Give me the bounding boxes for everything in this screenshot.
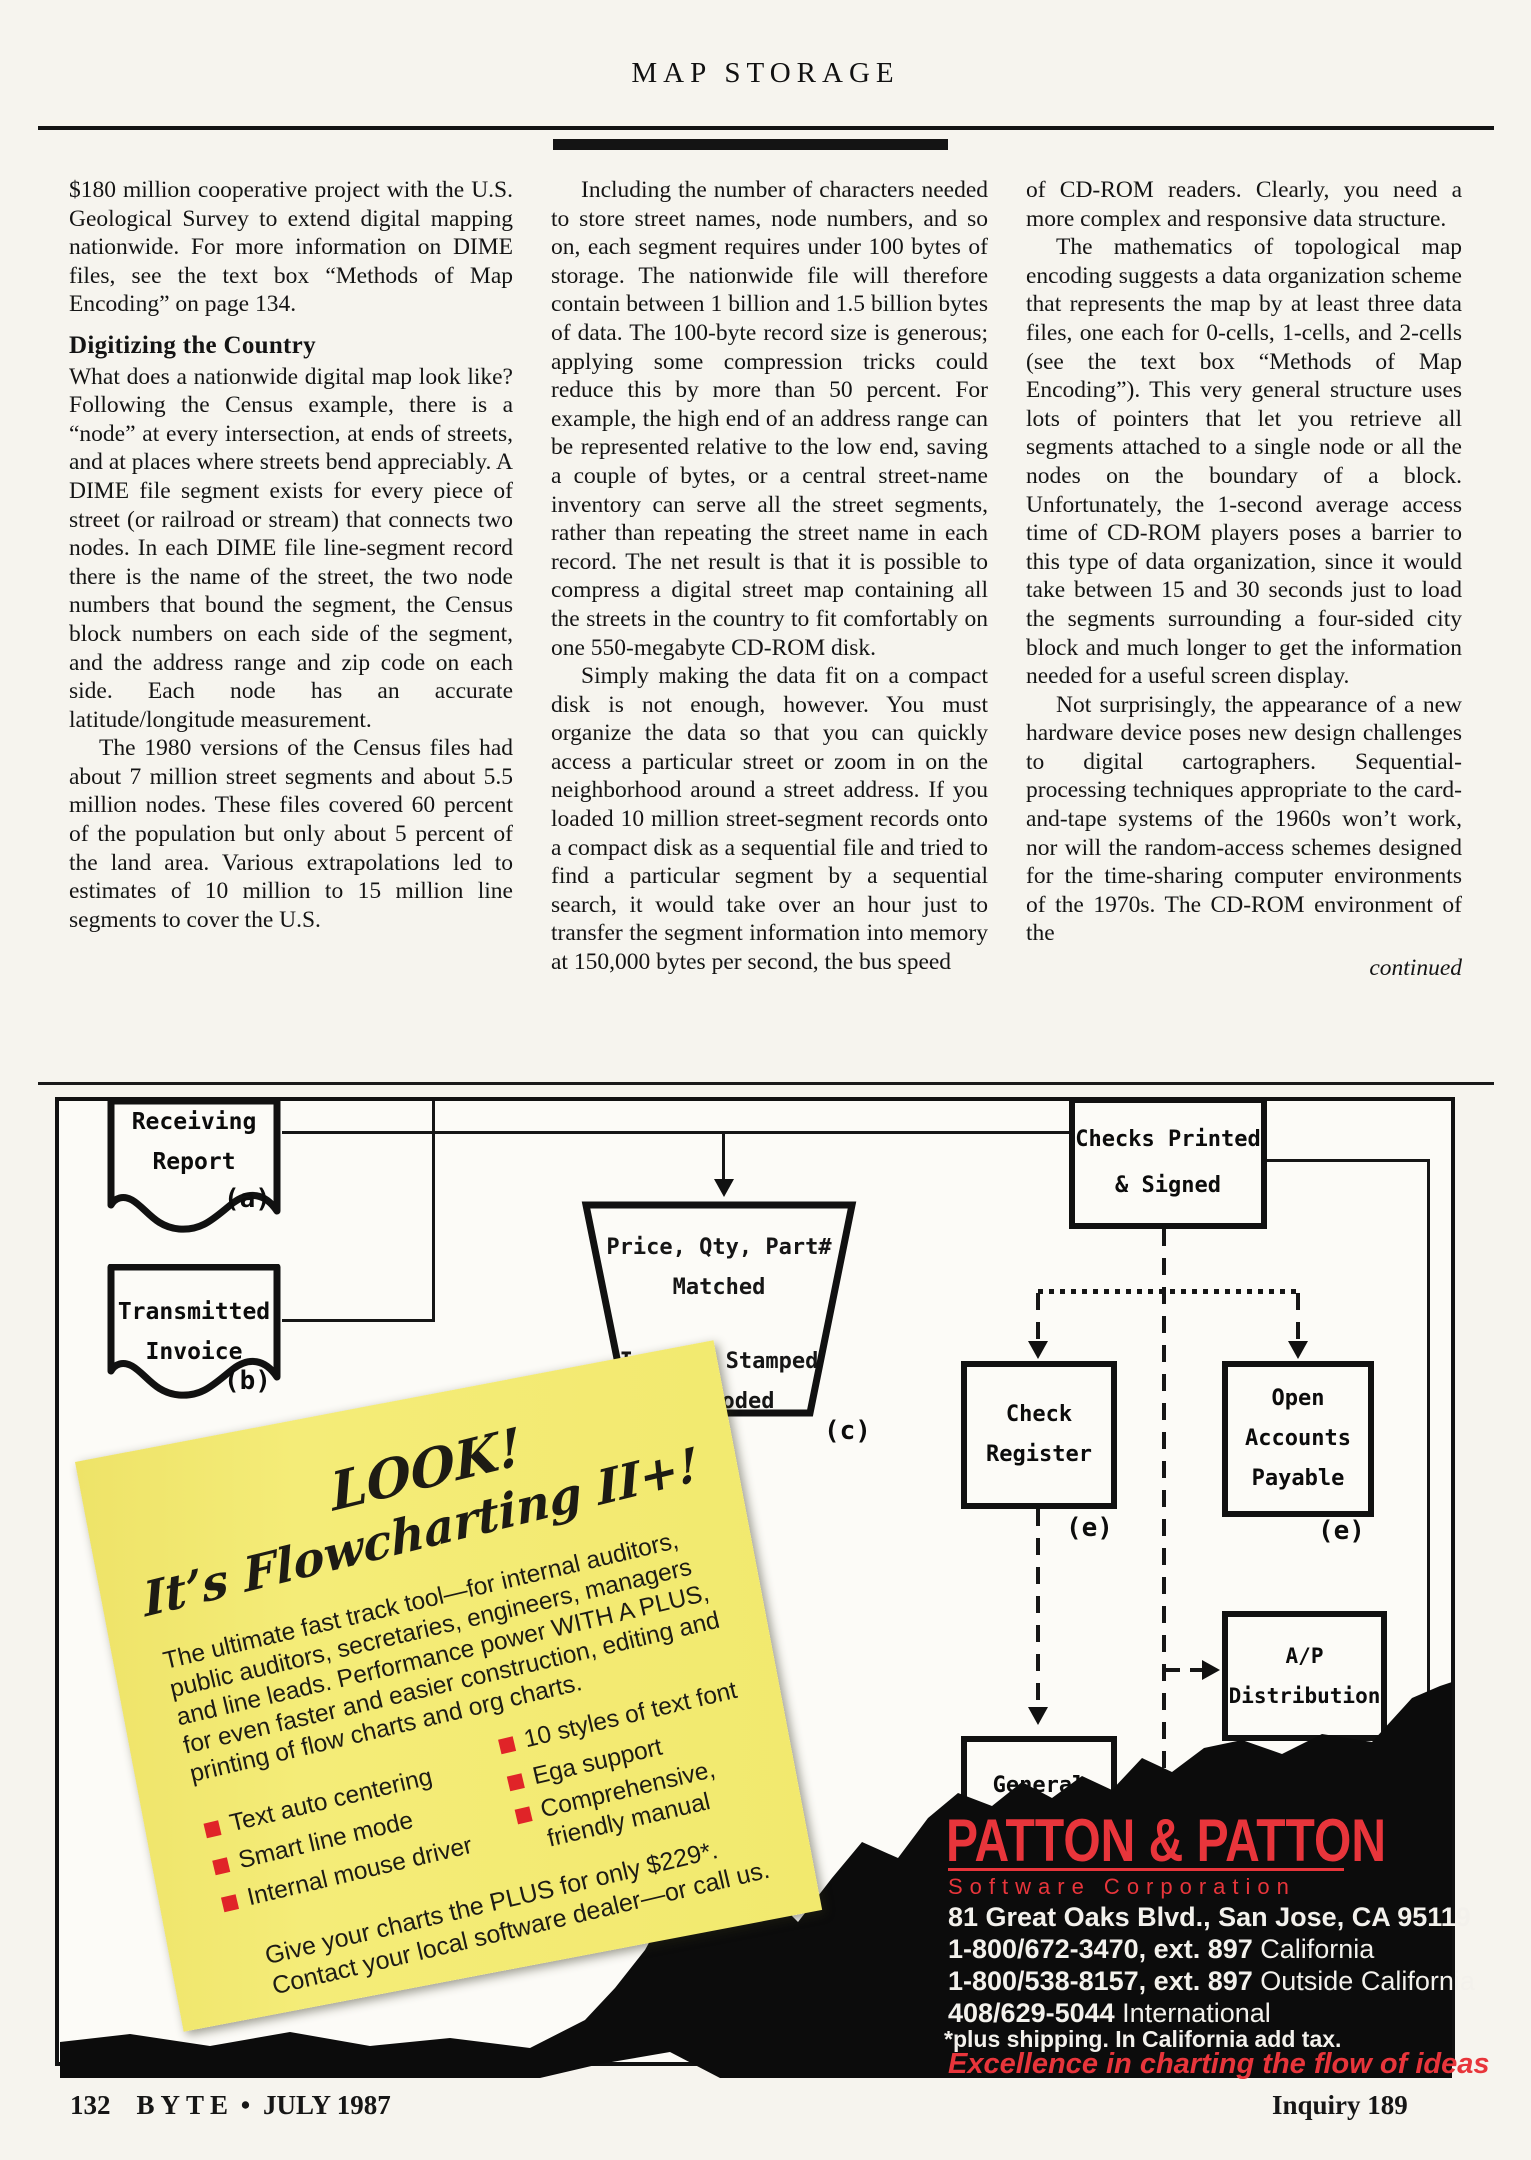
ad-phone-international: 408/629-5044 International <box>948 1998 1271 2028</box>
arrowhead-down <box>1288 1341 1308 1359</box>
magazine-name: BYTE <box>136 2090 235 2120</box>
document-shape-icon <box>107 1097 281 1233</box>
footer-left: 132 BYTE • JULY 1987 <box>70 2090 391 2121</box>
ad-phone-california: 1-800/672-3470, ext. 897 California <box>948 1934 1375 1964</box>
continued-marker: continued <box>1369 955 1462 982</box>
dashed-connector <box>1162 1229 1166 1854</box>
flowchart-document-transmitted-invoice: Transmitted Invoice (b) <box>106 1263 282 1414</box>
figure-top-rule <box>38 1082 1494 1085</box>
figure-key-e: (e) <box>1066 1513 1113 1543</box>
header-rule <box>38 126 1494 130</box>
red-square-bullet-icon <box>506 1773 525 1792</box>
sticky-note-ad: LOOK! It’s Flowcharting II+! The ultimat… <box>75 1340 823 2032</box>
figure-key-c: (c) <box>824 1416 871 1446</box>
connector-line <box>1427 1159 1430 1734</box>
red-square-bullet-icon <box>514 1806 533 1825</box>
flowchart-box-ap-distribution: A/P Distribution <box>1222 1611 1387 1741</box>
paragraph: Including the number of characters neede… <box>551 177 988 661</box>
article-column-3: of CD-ROM readers. Clearly, you need a m… <box>1026 176 1462 983</box>
connector-line <box>1267 1159 1429 1162</box>
ad-footnote: *plus shipping. In California add tax. <box>944 2026 1342 2052</box>
paragraph: $180 million cooperative project with th… <box>69 177 513 318</box>
paragraph: of CD-ROM readers. Clearly, you need a m… <box>1026 177 1462 232</box>
column-divider-bar <box>553 139 948 150</box>
ad-tagline: Excellence in charting the flow of ideas <box>948 2048 1490 2080</box>
figure-key-e: (e) <box>1318 1516 1365 1546</box>
paragraph: The 1980 versions of the Census files ha… <box>69 735 513 933</box>
document-label: Receiving Report <box>131 1109 257 1175</box>
connector-line <box>282 1131 1071 1134</box>
ad-company-name: PATTON & PATTON <box>946 1807 1386 1874</box>
ad-rule <box>948 1868 1344 1871</box>
paragraph: Simply making the data fit on a compact … <box>551 663 988 976</box>
red-square-bullet-icon <box>497 1736 516 1755</box>
paragraph: What does a nationwide digital map look … <box>69 363 513 733</box>
issue-date: JULY 1987 <box>262 2090 391 2120</box>
red-square-bullet-icon <box>203 1820 222 1839</box>
footer-separator: • <box>240 2090 251 2120</box>
ad-company-subtitle: Software Corporation <box>948 1874 1296 1899</box>
flowchart-box-check-register: Check Register <box>961 1361 1117 1509</box>
arrowhead-right <box>1202 1660 1220 1680</box>
article-column-2: Including the number of characters neede… <box>551 176 988 977</box>
figure-key-b: (b) <box>224 1366 271 1396</box>
red-square-bullet-icon <box>220 1894 240 1913</box>
arrowhead-down <box>1028 1341 1048 1359</box>
article-column-1: $180 million cooperative project with th… <box>69 176 513 934</box>
dashed-connector <box>1166 1668 1206 1672</box>
paragraph: The mathematics of topological map encod… <box>1026 234 1462 690</box>
section-heading: Digitizing the Country <box>69 331 316 359</box>
flowchart-box-open-accounts-payable: Open Accounts Payable <box>1222 1361 1374 1517</box>
paragraph: Not surprisingly, the appearance of a ne… <box>1026 691 1462 947</box>
arrowhead-down <box>714 1179 734 1197</box>
document-shape-icon <box>107 1263 281 1399</box>
flowchart-document-receiving-report: Receiving Report (a) <box>106 1097 282 1248</box>
figure-key-a: (a) <box>224 1184 271 1214</box>
dashed-connector <box>1296 1293 1300 1343</box>
flowchart-box-checks-printed: Checks Printed & Signed <box>1069 1097 1267 1229</box>
ad-address: 81 Great Oaks Blvd., San Jose, CA 95119 <box>948 1902 1471 1932</box>
dotted-connector <box>1038 1289 1300 1294</box>
page-number: 132 <box>70 2090 111 2120</box>
torn-paper-shape <box>60 1682 1452 2078</box>
connector-line <box>282 1319 434 1322</box>
document-label: Transmitted Invoice <box>117 1299 271 1365</box>
ad-phone-outside: 1-800/538-8157, ext. 897 Outside Califor… <box>948 1966 1475 1996</box>
page-title: MAP STORAGE <box>631 57 900 89</box>
arrowhead-down <box>1028 1707 1048 1725</box>
dashed-connector <box>1036 1509 1040 1709</box>
inquiry-number: Inquiry 189 <box>1272 2090 1408 2120</box>
red-square-bullet-icon <box>212 1857 231 1876</box>
dashed-connector <box>1036 1293 1040 1343</box>
connector-line <box>722 1134 725 1184</box>
connector-line <box>432 1101 435 1322</box>
